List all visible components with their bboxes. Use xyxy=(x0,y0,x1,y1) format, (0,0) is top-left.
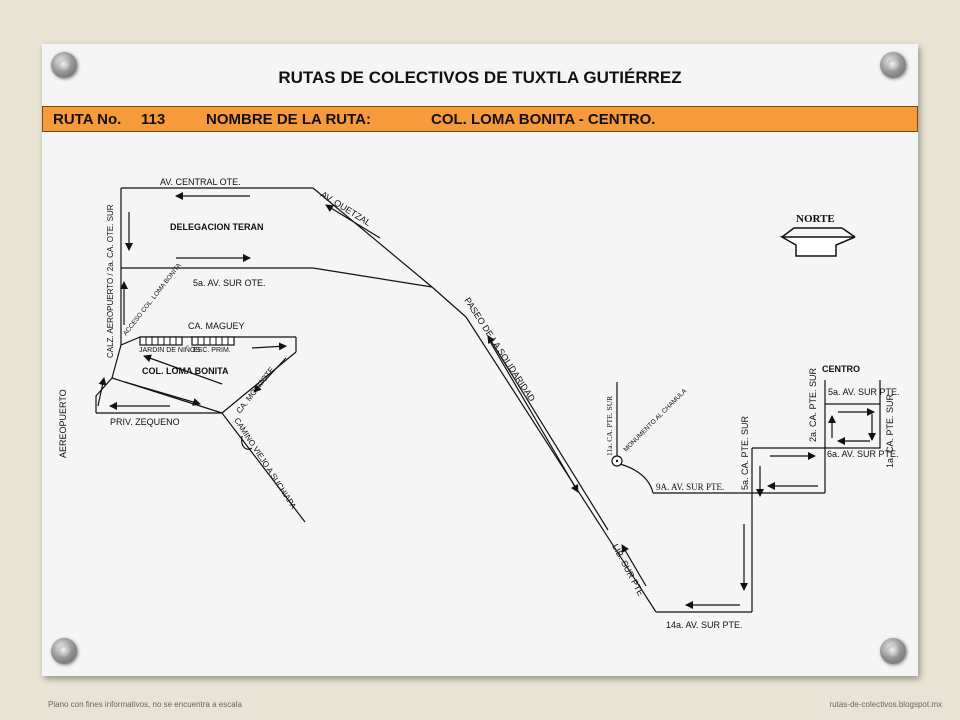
label-5a-av-sur-ote: 5a. AV. SUR OTE. xyxy=(193,278,266,288)
label-ca-mozmote: CA. MOZMOTE xyxy=(234,365,276,415)
label-1a-ca-pte-sur: 1a. CA. PTE. SUR xyxy=(885,393,895,468)
label-centro: CENTRO xyxy=(822,364,860,374)
school-jardin-icon xyxy=(139,336,183,346)
street-to-9a-av xyxy=(619,463,654,494)
arrow-icon xyxy=(143,354,223,385)
street-aeropuerto-link xyxy=(95,377,113,413)
label-av-quetzal: AV. QUETZAL xyxy=(319,189,373,228)
label-calz-aeropuerto: CALZ. AEROPUERTO / 2a. CA. OTE. SUR xyxy=(106,204,115,358)
footer-disclaimer: Plano con fines informativos, no se encu… xyxy=(48,700,242,709)
arrow-icon xyxy=(124,381,201,406)
label-col-loma-bonita: COL. LOMA BONITA xyxy=(142,366,229,376)
compass-label: NORTE xyxy=(796,213,835,225)
arrow-icon xyxy=(487,335,609,531)
route-name: COL. LOMA BONITA - CENTRO. xyxy=(431,111,656,128)
street-paseo-junction xyxy=(431,286,467,318)
label-camino-viejo: CAMINO VIEJO A SUCHIAPA xyxy=(232,416,298,511)
label-9a-av-sur-pte: 9A. AV. SUR PTE. xyxy=(656,482,724,492)
footer-source: rutas-de-colectivos.blogspot.mx xyxy=(829,700,943,709)
street-paseo-solidaridad xyxy=(465,316,657,613)
route-name-label: NOMBRE DE LA RUTA: xyxy=(206,111,371,128)
label-esc-prim: ESC. PRIM. xyxy=(193,347,231,354)
route-header: RUTA No. 113 NOMBRE DE LA RUTA: COL. LOM… xyxy=(42,106,918,132)
label-5a-av-sur-pte: 5a. AV. SUR PTE. xyxy=(828,387,900,397)
map-board xyxy=(42,44,918,676)
label-delegacion: DELEGACION TERAN xyxy=(170,222,264,232)
label-2a-ca-pte-sur: 2a. CA. PTE. SUR xyxy=(808,367,818,442)
label-lib-sur-pte: LIB. SUR PTE xyxy=(610,542,646,597)
pin-icon xyxy=(51,52,77,78)
label-14a-av-sur-pte: 14a. AV. SUR PTE. xyxy=(666,620,743,630)
school-markers xyxy=(139,336,235,346)
arrow-icon xyxy=(487,337,579,493)
arrow-icon xyxy=(97,377,107,407)
label-5a-ca-pte-sur: 5a. CA. PTE. SUR xyxy=(740,415,750,490)
street-acceso xyxy=(120,336,141,346)
label-av-central-ote: AV. CENTRAL OTE. xyxy=(160,177,241,187)
pin-icon xyxy=(880,52,906,78)
label-acceso: ACCESO COL. LOMA BONITA xyxy=(122,262,183,338)
pin-icon xyxy=(51,638,77,664)
route-number: 113 xyxy=(141,111,166,128)
label-ca-maguey: CA. MAGUEY xyxy=(188,321,245,331)
page-title: RUTAS DE COLECTIVOS DE TUXTLA GUTIÉRREZ xyxy=(278,68,682,87)
arrow-icon xyxy=(253,357,287,393)
label-aeropuerto: AEREOPUERTO xyxy=(58,389,68,458)
route-number-label: RUTA No. xyxy=(53,111,122,128)
block-centro xyxy=(824,403,881,449)
pin-icon xyxy=(880,638,906,664)
street-acceso-south xyxy=(111,344,122,379)
arrow-icon xyxy=(621,544,647,587)
label-paseo-solidaridad: PASEO DE LA SOLIDARIDAD xyxy=(462,296,537,404)
arrow-icon xyxy=(251,342,287,351)
label-6a-av-sur-pte: 6a. AV. SUR PTE. xyxy=(827,449,899,459)
route-direction-arrows xyxy=(97,192,876,609)
monument-center-icon xyxy=(615,459,619,463)
street-camino-viejo xyxy=(221,412,306,523)
street-ca-mozmote xyxy=(221,351,297,414)
label-jardin: JARDIN DE NIÑOS xyxy=(139,345,200,354)
label-priv-zequeno: PRIV. ZEQUENO xyxy=(110,417,180,427)
street-hook xyxy=(241,435,253,450)
label-11a-ca-pte-sur: 11a. CA. PTE. SUR xyxy=(605,396,614,456)
street-network xyxy=(95,187,881,613)
arrow-icon xyxy=(325,204,381,239)
label-monumento: MONUMENTO AL CHAMULA xyxy=(622,387,688,453)
north-arrow-icon xyxy=(779,227,856,257)
street-5a-av-connector xyxy=(312,267,433,288)
school-primaria-icon xyxy=(191,336,235,346)
